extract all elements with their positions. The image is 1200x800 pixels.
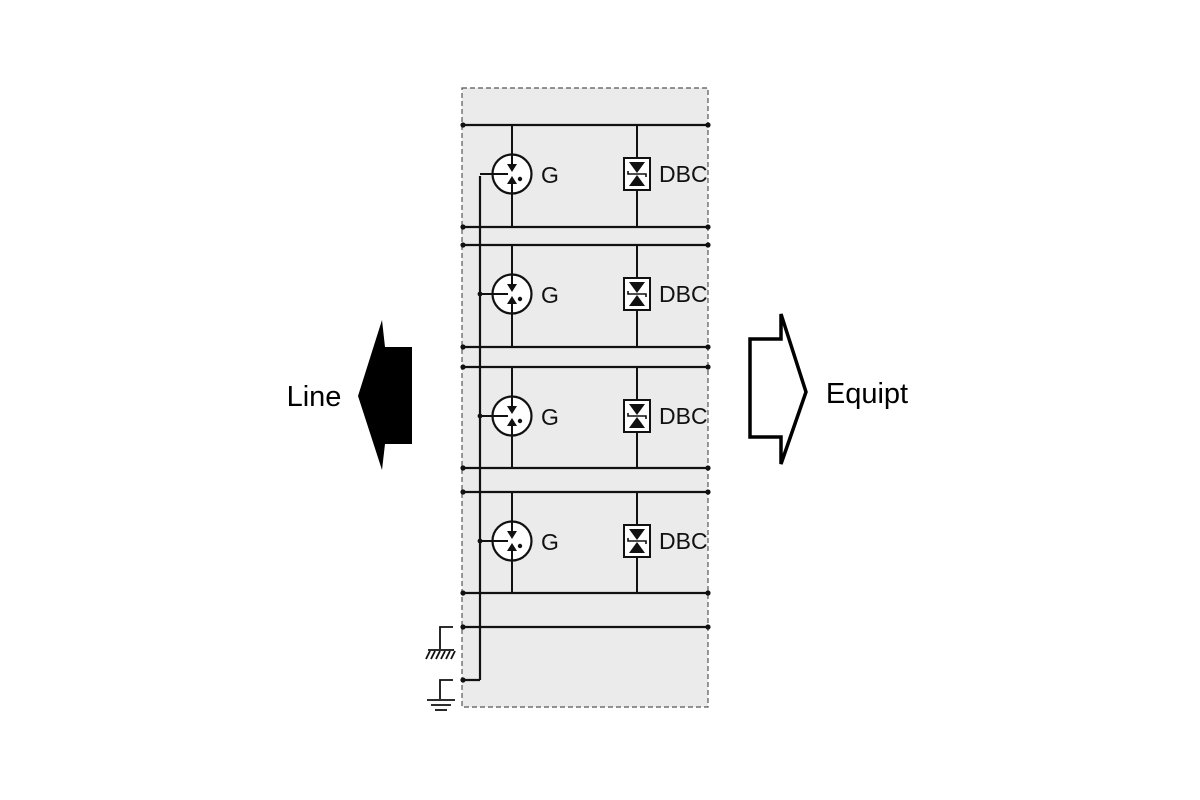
gdt-arrow-down <box>507 164 517 172</box>
rail-terminal <box>705 364 711 370</box>
dbc-diode-icon <box>623 399 651 433</box>
gdt-label: G <box>541 282 559 308</box>
equipment-arrow-icon <box>748 313 808 465</box>
dbc-diode-icon <box>623 524 651 558</box>
dbc-diode-down <box>629 404 645 415</box>
gdt-dot <box>517 296 523 302</box>
gdt-arrow-down <box>507 531 517 539</box>
rail-terminal <box>705 344 711 350</box>
gdt-label: G <box>541 162 559 188</box>
dbc-diode-down <box>629 162 645 173</box>
stage-1: G DBC <box>460 122 711 230</box>
rail-terminal <box>705 465 711 471</box>
rail-terminal <box>460 224 466 230</box>
gas-discharge-tube-icon <box>491 273 533 315</box>
dbc-label: DBC <box>659 403 708 429</box>
dbc-bar <box>627 171 647 177</box>
chassis-ground-icon <box>425 626 456 660</box>
gdt-dot <box>517 418 523 424</box>
dbc-diode-up <box>629 295 645 306</box>
dbc-label: DBC <box>659 161 708 187</box>
gdt-dot <box>517 176 523 182</box>
gdt-arrow-up <box>507 543 517 551</box>
dbc-bar <box>627 413 647 419</box>
stage-3: G DBC <box>460 364 711 471</box>
rail-terminal <box>705 590 711 596</box>
gdt-label: G <box>541 529 559 555</box>
rail-terminal <box>460 122 466 128</box>
gdt-arrow-down <box>507 406 517 414</box>
dbc-label: DBC <box>659 528 708 554</box>
dbc-diode-up <box>629 175 645 186</box>
gdt-label: G <box>541 404 559 430</box>
rail-terminal <box>460 465 466 471</box>
rail-terminal <box>705 122 711 128</box>
dbc-bar <box>627 291 647 297</box>
dbc-diode-down <box>629 282 645 293</box>
rail-terminal <box>460 489 466 495</box>
gdt-arrow-up <box>507 176 517 184</box>
ground-terminal <box>460 677 466 683</box>
rail-terminal <box>705 224 711 230</box>
dbc-diode-icon <box>623 157 651 191</box>
rail-terminal <box>460 590 466 596</box>
line-label: Line <box>287 381 342 413</box>
equipment-label: Equipt <box>826 378 908 410</box>
rail-terminal <box>460 242 466 248</box>
gdt-arrow-up <box>507 296 517 304</box>
dbc-diode-icon <box>623 277 651 311</box>
gas-discharge-tube-icon <box>491 153 533 195</box>
stage-2: G DBC <box>460 242 711 350</box>
rail-terminal <box>460 364 466 370</box>
dbc-diode-up <box>629 542 645 553</box>
dbc-bar <box>627 538 647 544</box>
dbc-label: DBC <box>659 281 708 307</box>
rail-terminal <box>705 489 711 495</box>
rail-terminal <box>460 344 466 350</box>
gdt-dot <box>517 543 523 549</box>
gdt-arrow-up <box>507 418 517 426</box>
earth-ground-icon <box>427 679 455 711</box>
line-arrow-icon <box>358 320 412 470</box>
rail-terminal <box>705 242 711 248</box>
dbc-diode-up <box>629 417 645 428</box>
gas-discharge-tube-icon <box>491 395 533 437</box>
bottom-rail-terminal-right <box>705 624 711 630</box>
bottom-rail-terminal-left <box>460 624 466 630</box>
gdt-arrow-down <box>507 284 517 292</box>
stage-4: G DBC <box>460 489 711 596</box>
dbc-diode-down <box>629 529 645 540</box>
protection-stages: G DBC G DBC G DBC G DBC <box>460 122 711 596</box>
